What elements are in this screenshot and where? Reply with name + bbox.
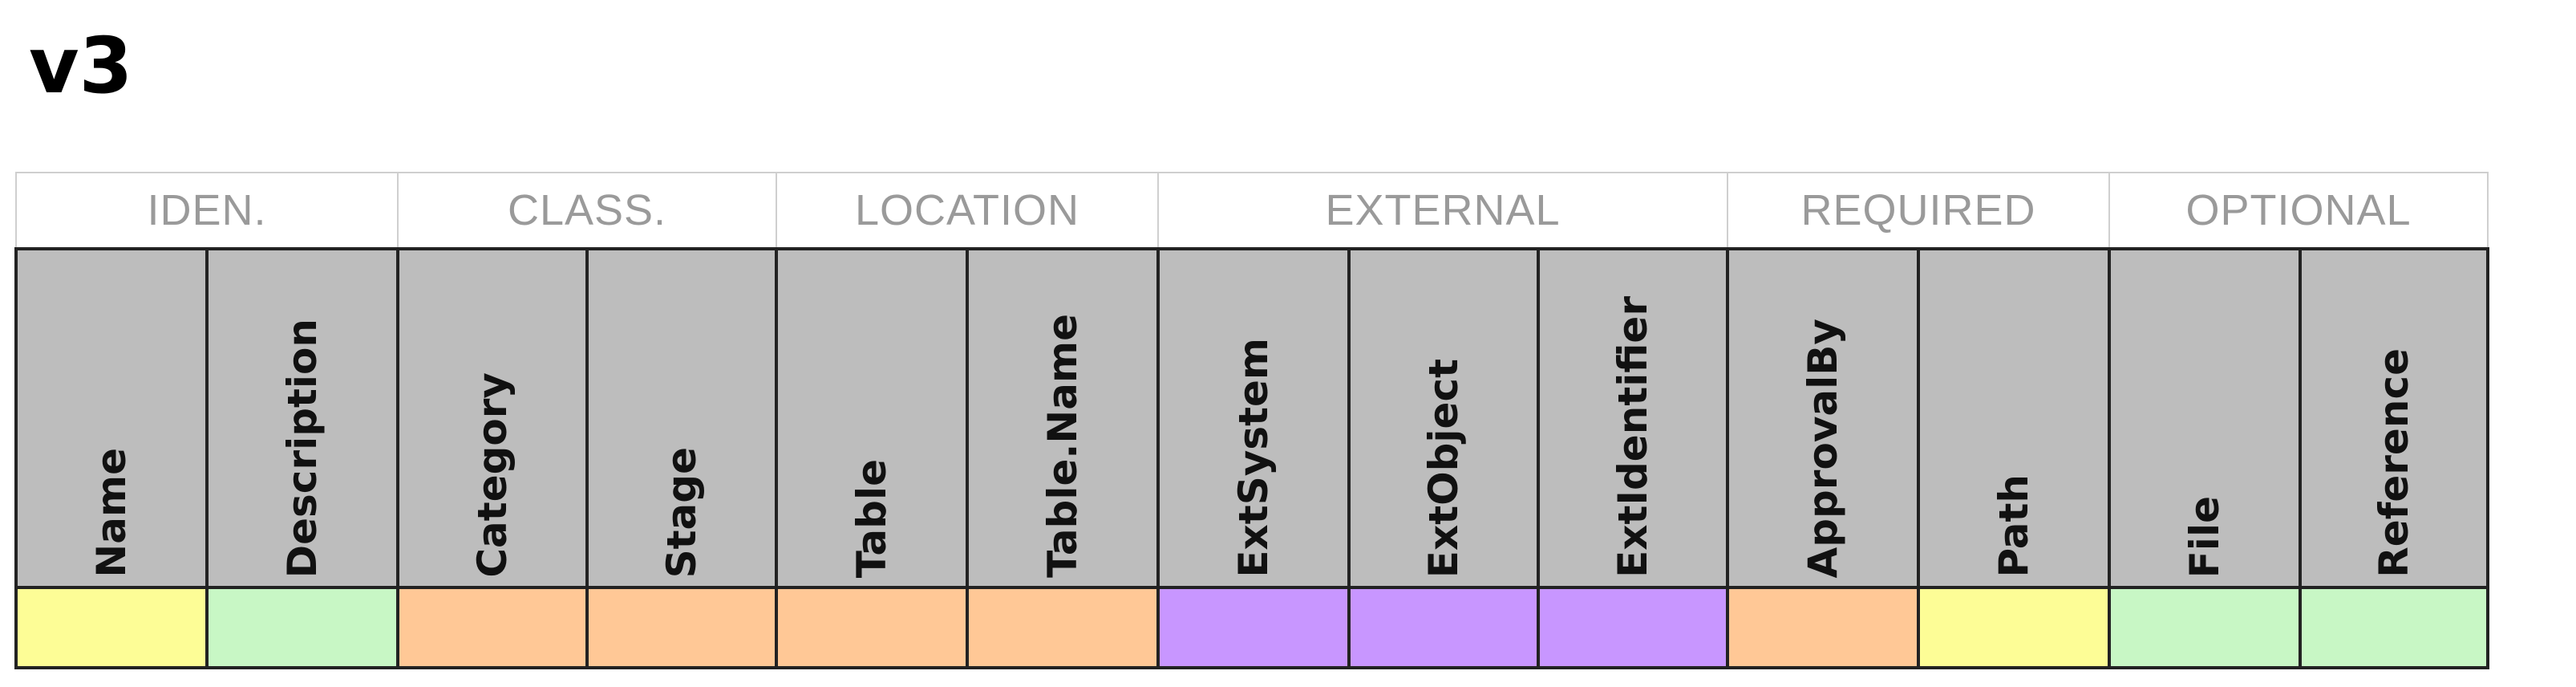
color-cell-ext-identifier bbox=[1537, 586, 1729, 669]
column-header-approval-by: ApprovalBy bbox=[1726, 247, 1920, 589]
color-cell-name bbox=[14, 586, 209, 669]
column-header-ext-system: ExtSystem bbox=[1156, 247, 1351, 589]
column-header-ext-object: ExtObject bbox=[1347, 247, 1540, 589]
color-cell-approval-by bbox=[1726, 586, 1920, 669]
color-cell-ext-system bbox=[1156, 586, 1351, 669]
group-header-iden: IDEN. bbox=[15, 172, 399, 250]
column-header-table-name: Table.Name bbox=[966, 247, 1160, 589]
column-label: Reference bbox=[2371, 348, 2417, 578]
column-header-category: Category bbox=[396, 247, 589, 589]
color-cell-table-name bbox=[966, 586, 1160, 669]
page-title: v3 bbox=[29, 21, 133, 111]
group-header-optional: OPTIONAL bbox=[2108, 172, 2489, 250]
column-header-ext-identifier: ExtIdentifier bbox=[1537, 247, 1729, 589]
color-cell-table bbox=[775, 586, 969, 669]
schema-table: IDEN. CLASS. LOCATION EXTERNAL REQUIRED … bbox=[14, 172, 2489, 669]
column-label: Stage bbox=[658, 446, 705, 578]
column-header-description: Description bbox=[205, 247, 399, 589]
column-label: ExtSystem bbox=[1230, 338, 1277, 578]
column-label: File bbox=[2181, 495, 2228, 578]
column-label: Table bbox=[849, 458, 895, 578]
column-header-reference: Reference bbox=[2299, 247, 2489, 589]
column-label: ExtIdentifier bbox=[1610, 296, 1656, 578]
column-label: Category bbox=[469, 372, 516, 578]
color-cell-category bbox=[396, 586, 589, 669]
column-label: ApprovalBy bbox=[1800, 318, 1846, 578]
group-header-required: REQUIRED bbox=[1727, 172, 2110, 250]
column-label: Description bbox=[279, 318, 326, 578]
color-cell-file bbox=[2108, 586, 2302, 669]
column-label: ExtObject bbox=[1420, 358, 1467, 578]
color-cell-description bbox=[205, 586, 399, 669]
group-header-location: LOCATION bbox=[776, 172, 1159, 250]
group-header-class: CLASS. bbox=[397, 172, 777, 250]
column-header-name: Name bbox=[14, 247, 209, 589]
color-cell-reference bbox=[2299, 586, 2489, 669]
column-header-stage: Stage bbox=[585, 247, 778, 589]
column-label: Table.Name bbox=[1039, 314, 1086, 578]
color-cell-stage bbox=[585, 586, 778, 669]
color-cell-ext-object bbox=[1347, 586, 1540, 669]
color-cell-path bbox=[1917, 586, 2111, 669]
schema-sheet: IDEN. CLASS. LOCATION EXTERNAL REQUIRED … bbox=[14, 172, 2489, 669]
column-header-path: Path bbox=[1917, 247, 2111, 589]
column-label: Path bbox=[1991, 474, 2037, 578]
column-label: Name bbox=[88, 448, 135, 578]
group-header-external: EXTERNAL bbox=[1157, 172, 1728, 250]
column-header-file: File bbox=[2108, 247, 2302, 589]
column-header-table: Table bbox=[775, 247, 969, 589]
